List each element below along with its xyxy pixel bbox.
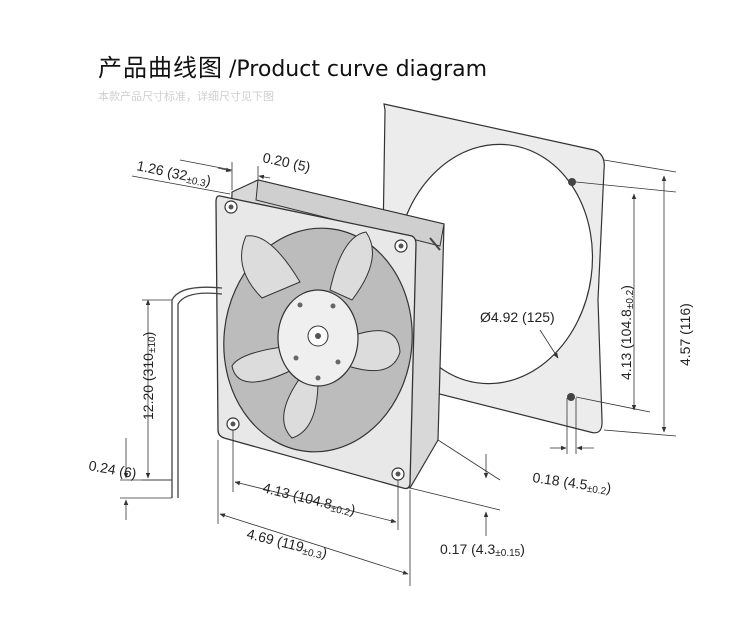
- title-row: 产品曲线图/Product curve diagram: [98, 48, 487, 83]
- gasket-hole-bottom: [567, 393, 575, 401]
- dim-flange-thickness: 0.17 (4.3±0.15): [440, 541, 525, 559]
- dim-cutout-diameter: Ø4.92 (125): [480, 309, 555, 325]
- title-english: /Product curve diagram: [229, 57, 488, 82]
- dim-cable-length: 12.20 (310±10): [140, 332, 158, 420]
- power-cable: [171, 237, 441, 498]
- hub-rivets: [293, 302, 341, 381]
- dim-width: 4.69 (119±0.3): [245, 525, 329, 562]
- fan-blades: [231, 231, 401, 439]
- fan-mount-hole-centers: [228, 204, 404, 477]
- dim-height: 4.57 (116): [677, 303, 693, 366]
- subtitle: 本款产品尺寸标准，详细尺寸见下图: [98, 90, 274, 103]
- fan-body: [215, 179, 445, 490]
- dim-wire-end: 0.24 (6): [87, 457, 137, 481]
- dim-depth: 1.26 (32±0.3): [135, 157, 213, 190]
- dim-hole-diameter: 0.18 (4.5±0.2): [531, 469, 612, 498]
- dim-hole-spacing-horizontal: 4.13 (104.8±0.2): [261, 479, 357, 519]
- title-chinese: 产品曲线图: [98, 54, 223, 82]
- dim-flange: 0.20 (5): [261, 149, 312, 175]
- dimension-lines: [120, 159, 677, 586]
- gasket-hole-top: [568, 178, 576, 186]
- dim-hole-spacing-vertical: 4.13 (104.8±0.2): [618, 285, 636, 380]
